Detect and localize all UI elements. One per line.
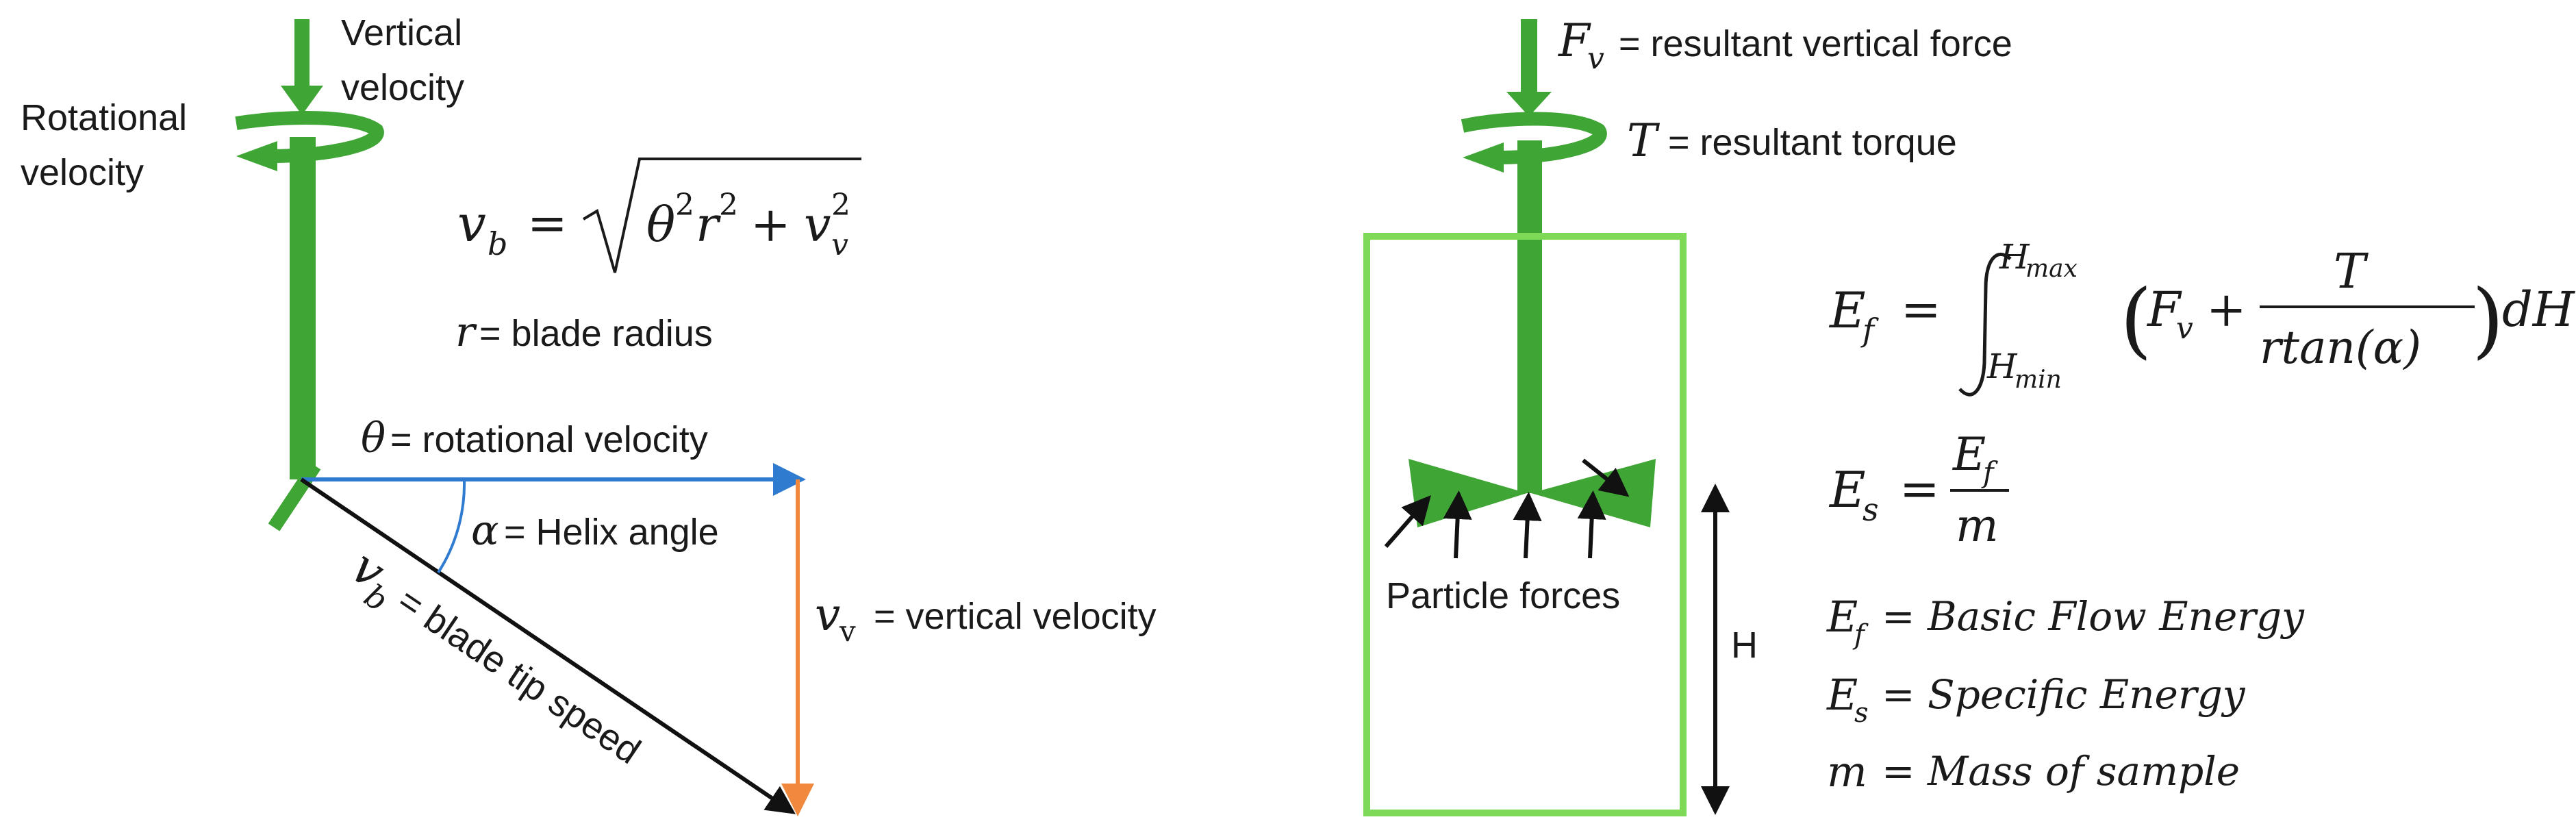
particle-forces-label: Particle forces bbox=[1386, 575, 1620, 616]
particle-force-arrows bbox=[1384, 458, 1630, 559]
vertical-velocity-label-line2: velocity bbox=[341, 67, 464, 108]
eq-r-sq: 2 bbox=[719, 188, 738, 223]
rheometer-shaft bbox=[1517, 140, 1542, 493]
rotational-velocity-label-line1: Rotational bbox=[21, 97, 187, 138]
eq-v: v bbox=[804, 197, 831, 253]
alpha-symbol: α bbox=[471, 507, 499, 555]
definition-row: m = Mass of sample bbox=[1827, 747, 2240, 797]
ef-plus: + bbox=[2206, 281, 2247, 338]
fv-definition-text: = resultant vertical force bbox=[1619, 23, 2012, 64]
def-symbol: m bbox=[1827, 747, 1867, 797]
vertical-velocity-arrow bbox=[281, 19, 323, 115]
torque-arrow bbox=[1461, 112, 1607, 173]
shaft bbox=[290, 137, 316, 479]
particle-force-arrow bbox=[1384, 494, 1431, 548]
eq-vb-sub: b bbox=[488, 225, 507, 262]
tip-speed-vector bbox=[300, 477, 796, 814]
es-num-sub: f bbox=[1981, 455, 1998, 489]
alpha-definition: α = Helix angle bbox=[471, 507, 719, 555]
vv-definition-text: = vertical velocity bbox=[874, 596, 1157, 637]
ef-F-sub: v bbox=[2176, 311, 2193, 346]
def-text: = Specific Energy bbox=[1882, 671, 2246, 718]
theta-definition: θ = rotational velocity bbox=[361, 414, 708, 462]
eq-theta: θ bbox=[646, 197, 675, 253]
eq-vb-symbol: v bbox=[457, 195, 486, 253]
ef-equals: = bbox=[1901, 281, 1941, 338]
tip-speed-equation: v b = θ 2 r 2 + v 2 v bbox=[457, 158, 861, 273]
tip-definition-text: = blade tip speed bbox=[382, 574, 648, 772]
es-lhs: E bbox=[1828, 461, 1866, 518]
particle-force-arrow bbox=[1513, 492, 1542, 559]
ef-lhs-sub: f bbox=[1860, 312, 1879, 349]
ef-den: rtan(α) bbox=[2260, 321, 2421, 374]
integral-sign bbox=[1958, 253, 2012, 397]
vv-symbol: v bbox=[815, 588, 840, 641]
definition-row: E s = Specific Energy bbox=[1826, 670, 2246, 729]
def-text: = Mass of sample bbox=[1882, 748, 2240, 794]
eq-plus: + bbox=[750, 197, 791, 253]
ef-lower-H: H bbox=[1986, 347, 2018, 386]
particle-force-arrow bbox=[1577, 490, 1606, 559]
t-symbol: T bbox=[1627, 114, 1660, 167]
es-num: E bbox=[1952, 428, 1986, 481]
ef-F: F bbox=[2146, 281, 2182, 338]
def-text: = Basic Flow Energy bbox=[1882, 593, 2305, 640]
fv-definition: F v = resultant vertical force bbox=[1558, 14, 2012, 76]
def-symbol: E bbox=[1826, 592, 1858, 642]
ef-upper-sub: max bbox=[2025, 255, 2078, 283]
vertical-velocity-label: Vertical velocity bbox=[341, 12, 472, 108]
es-lhs-sub: s bbox=[1862, 491, 1879, 528]
vertical-velocity-label-line1: Vertical bbox=[341, 12, 462, 53]
fv-symbol: F bbox=[1558, 14, 1591, 67]
eq-r: r bbox=[696, 197, 721, 253]
particle-force-arrow bbox=[1443, 490, 1472, 559]
eq-equals: = bbox=[527, 195, 568, 251]
ef-num: T bbox=[2334, 243, 2369, 299]
def-sub: f bbox=[1852, 619, 1869, 651]
sample-container bbox=[1363, 233, 1687, 816]
t-definition-text: = resultant torque bbox=[1668, 122, 1957, 163]
torque-definition: T = resultant torque bbox=[1627, 114, 1957, 167]
specific-energy-equation: E s = E f m bbox=[1828, 428, 2009, 552]
fv-sub: v bbox=[1587, 41, 1604, 76]
es-den: m bbox=[1956, 499, 1999, 552]
height-label: H bbox=[1731, 625, 1758, 666]
right-diagram: Particle forces H F v = resultant vertic… bbox=[1363, 14, 2576, 816]
rotational-velocity-arrow bbox=[235, 111, 384, 171]
flow-energy-equation: E f = H max H min ( F v + T rtan(α) ) dH bbox=[1828, 237, 2576, 397]
sqrt-sign bbox=[582, 158, 861, 273]
ef-open-paren: ( bbox=[2120, 273, 2152, 368]
r-definition-text: = blade radius bbox=[479, 313, 713, 354]
vv-definition: v v = vertical velocity bbox=[815, 588, 1157, 648]
eq-theta-sq: 2 bbox=[675, 188, 694, 223]
alpha-definition-text: = Helix angle bbox=[504, 512, 719, 553]
vv-sub: v bbox=[839, 614, 856, 648]
left-diagram: Vertical velocity Rotational velocity v … bbox=[21, 12, 1157, 816]
particle-force-arrow bbox=[1582, 458, 1630, 497]
theta-symbol: θ bbox=[361, 414, 386, 462]
rotational-velocity-label: Rotational velocity bbox=[21, 97, 197, 193]
theta-definition-text: = rotational velocity bbox=[390, 419, 708, 460]
es-equals: = bbox=[1899, 461, 1940, 517]
ef-close-paren: ) bbox=[2472, 273, 2504, 368]
helix-angle-arc bbox=[437, 479, 466, 574]
r-symbol: r bbox=[455, 308, 477, 356]
symbol-definitions: E f = Basic Flow Energy E s = Specific E… bbox=[1826, 592, 2305, 797]
eq-v-sq: 2 bbox=[831, 188, 850, 223]
eq-v-sub: v bbox=[831, 227, 848, 262]
def-sub: s bbox=[1854, 697, 1869, 729]
ef-lhs: E bbox=[1828, 281, 1866, 339]
ef-upper-H: H bbox=[1999, 237, 2030, 277]
blade bbox=[268, 462, 321, 531]
radius-definition: r = blade radius bbox=[455, 308, 713, 356]
rotational-velocity-label-line2: velocity bbox=[21, 152, 144, 193]
ef-dH: dH bbox=[2502, 281, 2576, 338]
blade-left bbox=[1409, 459, 1527, 527]
tip-speed-label: v b = blade tip speed bbox=[341, 538, 648, 772]
vertical-force-arrow bbox=[1506, 19, 1552, 116]
definition-row: E f = Basic Flow Energy bbox=[1826, 592, 2305, 651]
ef-lower-sub: min bbox=[2015, 366, 2062, 394]
def-symbol: E bbox=[1826, 670, 1858, 720]
